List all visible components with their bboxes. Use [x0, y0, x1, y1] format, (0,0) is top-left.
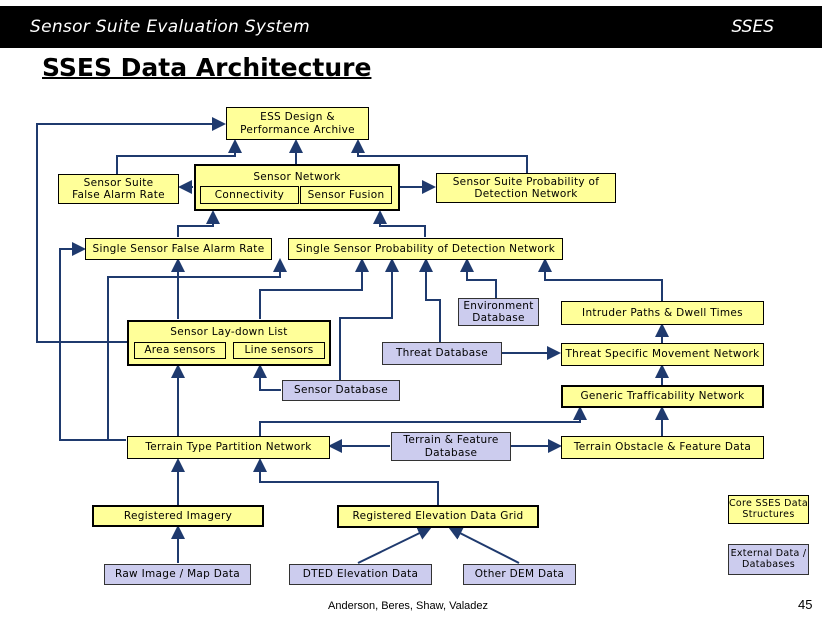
connectivity-label: Connectivity: [214, 188, 285, 201]
sensor-fusion-box: Sensor Fusion: [300, 186, 392, 204]
edge-partition-to-traf: [259, 406, 587, 436]
legend-core-label: Core SSES Data Structures: [729, 497, 809, 520]
area-sensors-label: Area sensors: [144, 344, 216, 357]
edge-suitefar-to-archive: [116, 139, 242, 175]
suite-far-box: Sensor Suite False Alarm Rate: [58, 174, 179, 204]
edge-partition-to-singlepod: [107, 258, 287, 440]
sensor-fusion-label: Sensor Fusion: [307, 188, 385, 201]
dted-label: DTED Elevation Data: [302, 568, 419, 581]
raw-image-box: Raw Image / Map Data: [104, 564, 251, 585]
header-bar: Sensor Suite Evaluation System SSES: [0, 6, 822, 48]
connectivity-box: Connectivity: [200, 186, 299, 204]
suite-far-label: Sensor Suite False Alarm Rate: [72, 176, 165, 201]
edge-envdb-to-singlepod: [460, 258, 497, 298]
single-pod-box: Single Sensor Probability of Detection N…: [288, 238, 563, 260]
threat-movement-box: Threat Specific Movement Network: [561, 343, 764, 366]
intruder-paths-box: Intruder Paths & Dwell Times: [561, 301, 764, 325]
area-sensors-box: Area sensors: [134, 342, 226, 359]
edge-dem-to-elevation: [448, 527, 520, 564]
threat-db-box: Threat Database: [382, 342, 502, 365]
edge-partition-to-singlefar: [59, 242, 126, 441]
edge-laydown-to-singlepod: [259, 258, 369, 319]
legend-external: External Data / Databases: [728, 544, 809, 575]
edge-dted-to-elevation: [357, 526, 432, 564]
laydown-list-label: Sensor Lay-down List: [170, 326, 288, 338]
sensor-network-box: Sensor Network Connectivity Sensor Fusio…: [194, 164, 400, 211]
suite-pod-label: Sensor Suite Probability of Detection Ne…: [452, 175, 600, 200]
single-pod-label: Single Sensor Probability of Detection N…: [295, 242, 556, 255]
terrain-feature-db-label: Terrain & Feature Database: [403, 434, 499, 459]
edge-sensordb-to-laydown: [253, 364, 281, 391]
terrain-obstacle-label: Terrain Obstacle & Feature Data: [573, 441, 752, 454]
terrain-feature-db-box: Terrain & Feature Database: [391, 432, 511, 461]
line-sensors-label: Line sensors: [244, 344, 314, 357]
edge-threatdb-to-singlepod: [419, 258, 441, 342]
single-far-box: Single Sensor False Alarm Rate: [85, 238, 272, 260]
suite-pod-box: Sensor Suite Probability of Detection Ne…: [436, 173, 616, 203]
edge-elevation-to-partition: [253, 458, 439, 505]
intruder-paths-label: Intruder Paths & Dwell Times: [582, 306, 743, 319]
sensor-db-label: Sensor Database: [294, 384, 388, 397]
registered-elevation-box: Registered Elevation Data Grid: [337, 505, 539, 528]
laydown-list-box: Sensor Lay-down List Area sensors Line s…: [127, 320, 331, 366]
dted-box: DTED Elevation Data: [289, 564, 432, 585]
sensor-db-box: Sensor Database: [282, 380, 400, 401]
raw-image-label: Raw Image / Map Data: [114, 568, 241, 581]
registered-elevation-label: Registered Elevation Data Grid: [352, 510, 524, 523]
header-right-title: SSES: [731, 17, 774, 37]
footer-authors: Anderson, Beres, Shaw, Valadez: [328, 600, 489, 612]
ess-archive-label: ESS Design & Performance Archive: [240, 111, 355, 136]
edge-intruder-to-singlepod: [538, 258, 663, 301]
generic-traf-box: Generic Trafficability Network: [561, 385, 764, 408]
registered-imagery-box: Registered Imagery: [92, 505, 264, 527]
sensor-network-label: Sensor Network: [253, 171, 341, 183]
other-dem-box: Other DEM Data: [463, 564, 576, 585]
legend-external-label: External Data / Databases: [730, 547, 807, 570]
other-dem-label: Other DEM Data: [474, 568, 565, 581]
edge-singlepod-to-network: [373, 210, 426, 237]
threat-db-label: Threat Database: [395, 347, 489, 360]
registered-imagery-label: Registered Imagery: [123, 509, 233, 522]
edge-sensordb-to-singlepod: [339, 258, 399, 380]
edge-laydown-to-archive: [36, 117, 226, 343]
terrain-partition-label: Terrain Type Partition Network: [145, 441, 312, 454]
header-left-title: Sensor Suite Evaluation System: [30, 17, 310, 37]
terrain-partition-box: Terrain Type Partition Network: [127, 436, 330, 459]
environment-db-box: Environment Database: [458, 298, 539, 326]
line-sensors-box: Line sensors: [233, 342, 325, 359]
slide-title: SSES Data Architecture: [42, 53, 372, 82]
ess-archive-box: ESS Design & Performance Archive: [226, 107, 369, 140]
edge-singlefar-to-network: [177, 210, 220, 237]
terrain-obstacle-box: Terrain Obstacle & Feature Data: [561, 436, 764, 459]
environment-db-label: Environment Database: [463, 299, 534, 324]
threat-movement-label: Threat Specific Movement Network: [565, 348, 760, 361]
edge-suitepod-to-archive: [351, 139, 528, 173]
generic-traf-label: Generic Trafficability Network: [580, 390, 745, 403]
page-number: 45: [798, 597, 813, 612]
single-far-label: Single Sensor False Alarm Rate: [92, 242, 265, 255]
legend-core: Core SSES Data Structures: [728, 495, 809, 524]
